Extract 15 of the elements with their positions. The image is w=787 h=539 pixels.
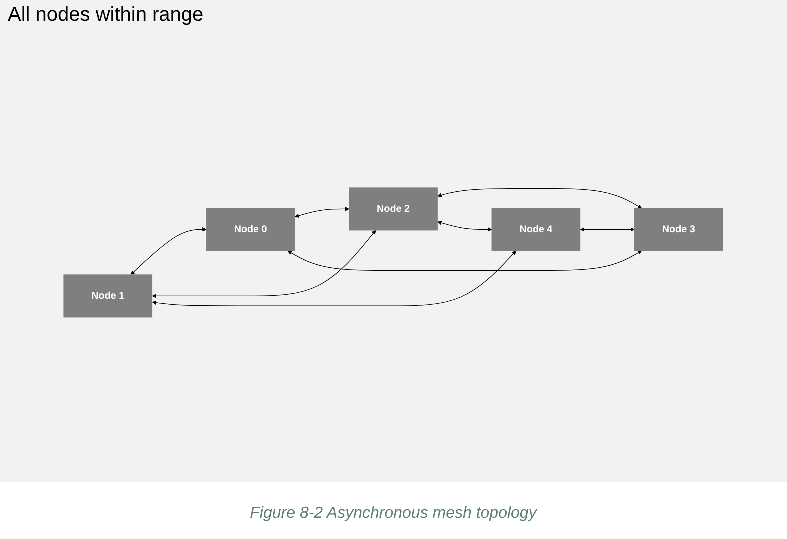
node-box: Node 1 xyxy=(64,274,153,318)
arrow xyxy=(580,227,635,232)
arrow xyxy=(294,206,350,218)
node-box: Node 0 xyxy=(206,208,296,252)
figure-caption: Figure 8-2 Asynchronous mesh topology xyxy=(249,505,538,523)
node-box: Node 3 xyxy=(634,208,724,252)
arrow xyxy=(438,220,492,232)
arrow xyxy=(152,230,376,298)
arrow xyxy=(438,188,642,208)
arrow xyxy=(152,250,517,306)
node-box: Node 2 xyxy=(349,188,438,230)
diagram-title: All nodes within range xyxy=(8,4,204,27)
node-box: Node 4 xyxy=(492,208,581,252)
arrow xyxy=(130,227,207,275)
arrow xyxy=(288,250,642,271)
